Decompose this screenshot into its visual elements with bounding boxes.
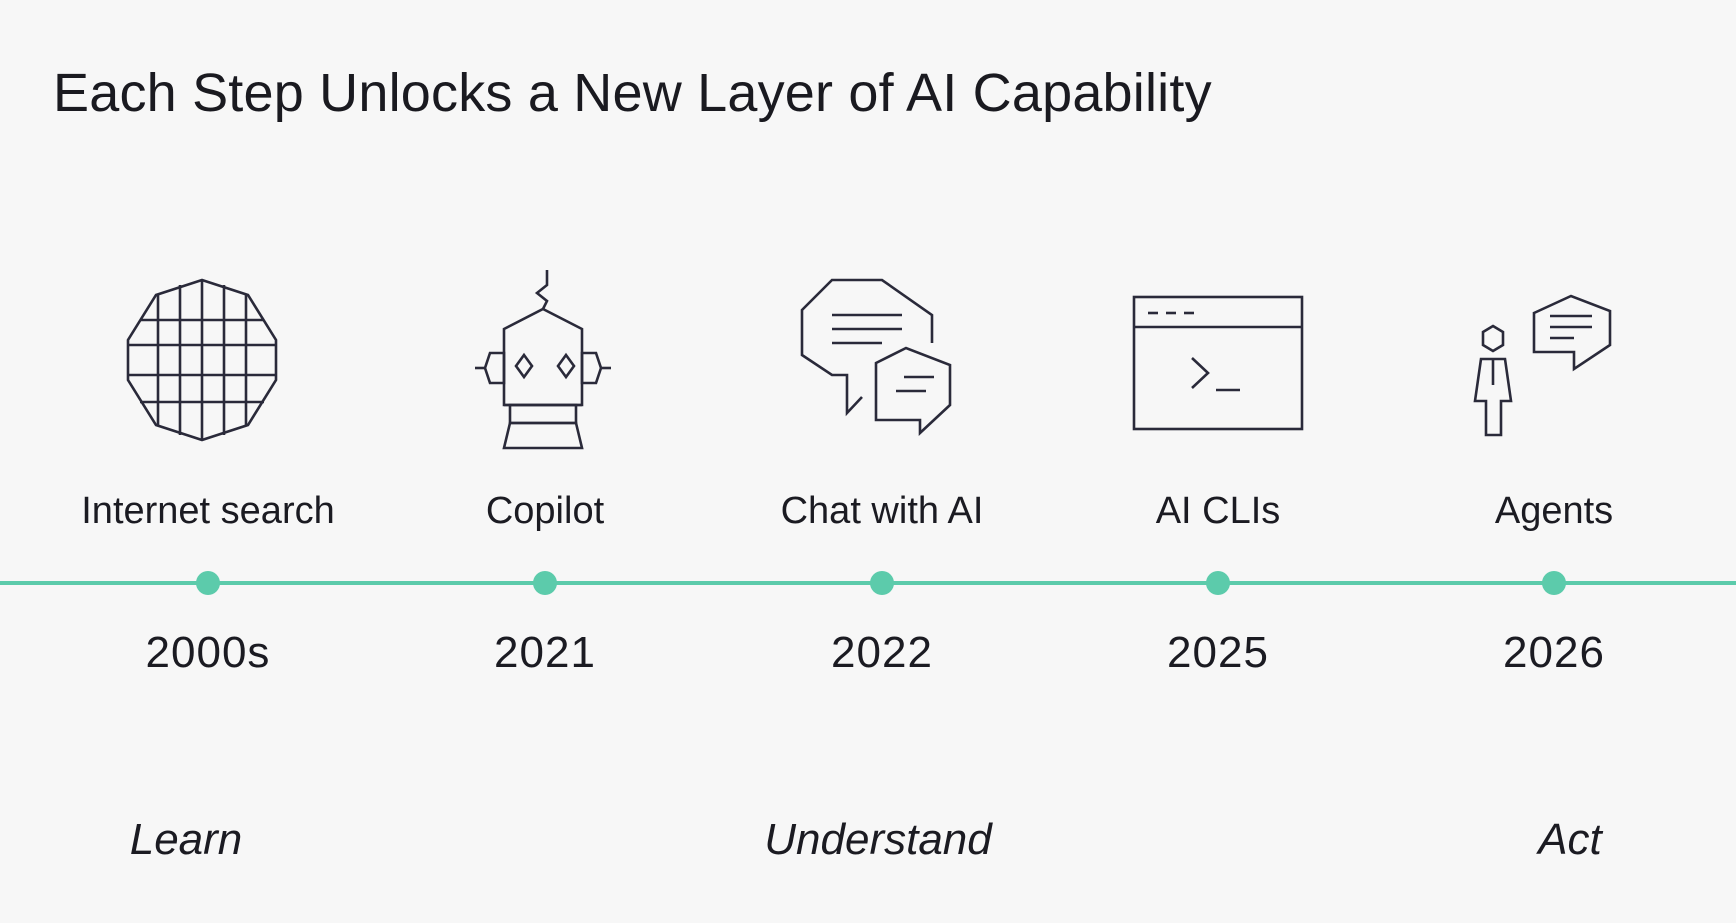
timeline-dot [196,571,220,595]
globe-icon [118,265,298,455]
terminal-window-icon [1128,265,1308,455]
phase-understand: Understand [764,815,992,864]
timeline-dot [533,571,557,595]
milestone-label-ai-clis: AI CLIs [1155,490,1281,532]
phase-learn: Learn [129,815,243,864]
milestone-label-chat-with-ai: Chat with AI [780,490,984,532]
timeline-dot [1542,571,1566,595]
robot-icon [455,265,635,455]
milestone-label-agents: Agents [1494,490,1614,532]
year-2000s: 2000s [145,628,271,677]
year-2026: 2026 [1503,628,1605,677]
year-2025: 2025 [1167,628,1269,677]
person-speech-icon [1464,265,1644,455]
page-title: Each Step Unlocks a New Layer of AI Capa… [53,63,1212,123]
milestone-label-internet-search: Internet search [81,490,335,532]
timeline-dot [870,571,894,595]
year-2022: 2022 [831,628,933,677]
phase-act: Act [1538,815,1602,864]
chat-bubbles-icon [792,265,972,455]
year-2021: 2021 [494,628,596,677]
timeline-line [0,581,1736,585]
milestone-label-copilot: Copilot [485,490,605,532]
timeline-dot [1206,571,1230,595]
